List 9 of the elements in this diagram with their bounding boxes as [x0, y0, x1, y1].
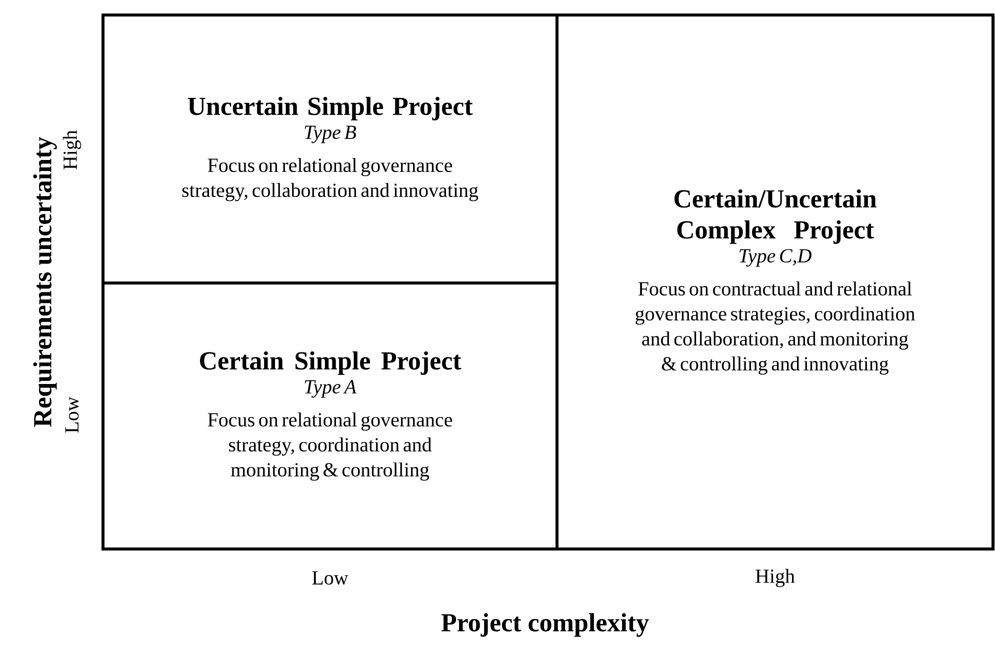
axis-tick-label: Low [312, 571, 348, 585]
quadrant-box: Certain/Uncertain Complex Project Type C,D Focus on contractual and relational governance strategies, coordination and collaboration, and monitoring & controlling and innovating [556, 14, 995, 550]
axis-tick-label: Low [65, 396, 79, 433]
axis-tick-label: High [756, 568, 795, 588]
axis-title: Project complexity [441, 613, 649, 637]
quadrant-box: Certain Simple Project Type A Focus on relational governance strategy, coordination and monitoring & controlling [102, 282, 558, 550]
axis-title: Requirements uncertainty [33, 137, 57, 427]
axis-tick-label: High [62, 130, 82, 170]
quadrant-box: Uncertain Simple Project Type B Focus on relational governance strategy, collaboration and innovating [102, 14, 558, 284]
